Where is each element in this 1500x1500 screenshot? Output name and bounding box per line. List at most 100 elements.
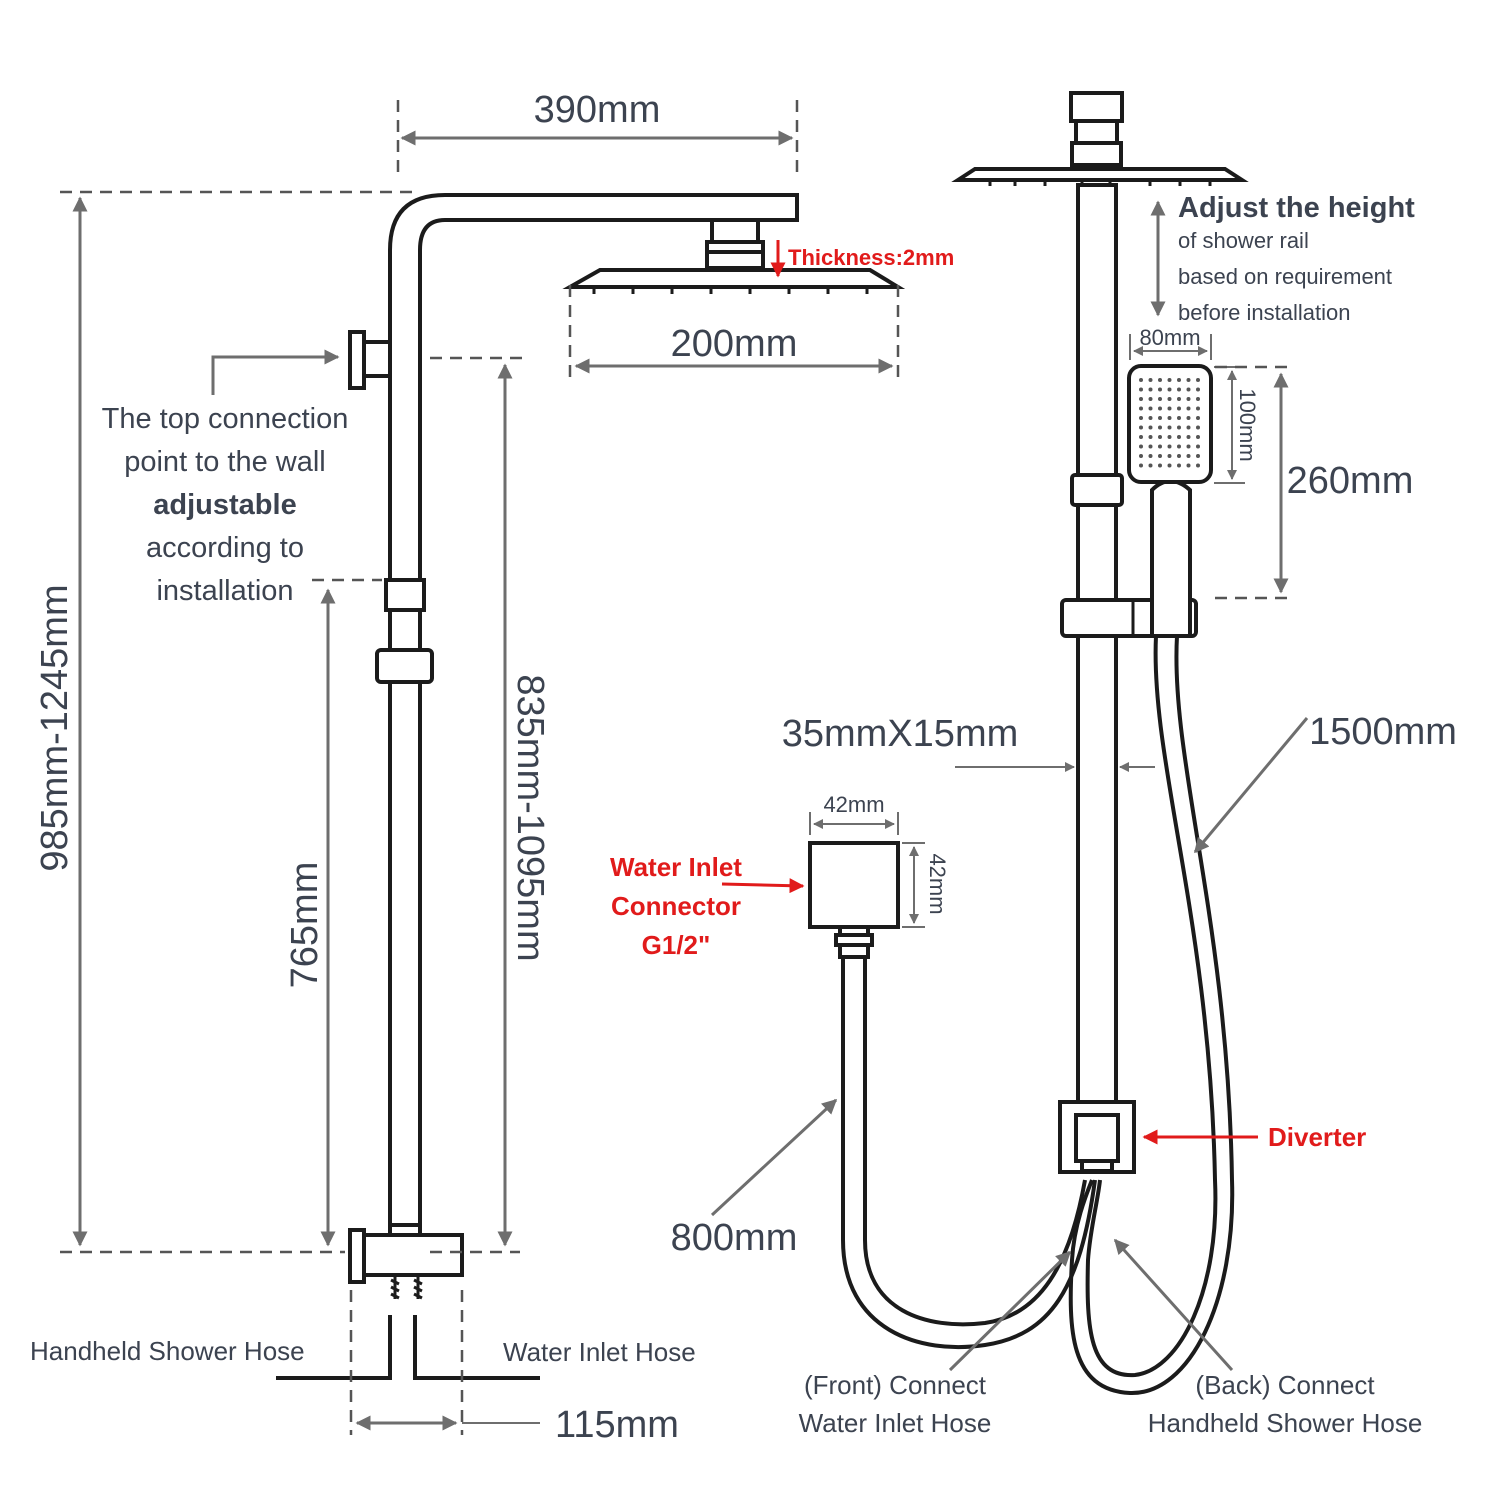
- handset-nozzle: [1148, 425, 1153, 430]
- bottom-mixer-body: [362, 1233, 464, 1277]
- handset-nozzle: [1148, 397, 1153, 401]
- handset-nozzle: [1186, 406, 1191, 411]
- label-handheld-shower-hose: Handheld Shower Hose: [30, 1336, 305, 1366]
- side-view-shower: [276, 193, 906, 1380]
- handset-nozzle: [1148, 444, 1153, 449]
- front-view-shower: [808, 91, 1249, 1396]
- handset-nozzle: [1196, 416, 1200, 420]
- label-260: 260mm: [1287, 460, 1414, 502]
- adjust-height-line-2: based on requirement: [1178, 264, 1392, 289]
- label-35x15: 35mmX15mm: [782, 713, 1019, 755]
- label-80: 80mm: [1139, 325, 1200, 350]
- handset-nozzle: [1196, 444, 1200, 449]
- adjust-height-line-1: of shower rail: [1178, 228, 1309, 253]
- handset-nozzle: [1158, 378, 1162, 382]
- label-thickness: Thickness:2mm: [788, 245, 954, 270]
- pointer-800: [710, 1098, 838, 1217]
- inlet-hose-pipe: [413, 1315, 540, 1380]
- bottom-wall-bracket: [348, 1228, 366, 1284]
- side-view-dimensions: [60, 100, 900, 1435]
- handset-nozzle: [1148, 463, 1153, 468]
- handset-nozzle: [1186, 378, 1191, 382]
- label-765: 765mm: [284, 862, 326, 989]
- riser-slider: [375, 648, 434, 684]
- handset-nozzle: [1177, 435, 1181, 439]
- label-42-width: 42mm: [823, 792, 884, 817]
- handset-nozzle: [1139, 378, 1143, 382]
- label-water-inlet-hose: Water Inlet Hose: [503, 1337, 696, 1367]
- handset-nozzle: [1158, 406, 1162, 411]
- handset-nozzle: [1186, 416, 1191, 420]
- handset-nozzle: [1186, 444, 1191, 449]
- handset-nozzle: [1196, 454, 1200, 458]
- handset-nozzle: [1186, 454, 1191, 458]
- handset-nozzle: [1186, 435, 1191, 439]
- handset-nozzle: [1196, 387, 1200, 392]
- handset-nozzle: [1177, 406, 1181, 411]
- handset-nozzle: [1177, 387, 1181, 392]
- front-rail: [1076, 183, 1118, 1107]
- handset-nozzle: [1148, 378, 1153, 382]
- top-connection-line-5: installation: [156, 575, 293, 607]
- handset-nozzle: [1167, 416, 1172, 420]
- handset-nozzle: [1167, 444, 1172, 449]
- top-connection-line-3: adjustable: [153, 489, 296, 521]
- handset-nozzle: [1167, 425, 1172, 430]
- handset-nozzle: [1167, 435, 1172, 439]
- label-390: 390mm: [534, 89, 661, 131]
- handset-nozzle: [1158, 416, 1162, 420]
- handset-nozzle: [1148, 435, 1153, 439]
- handset-nozzle: [1196, 378, 1200, 382]
- front-rail-clamp: [1070, 473, 1124, 507]
- label-200: 200mm: [671, 323, 798, 365]
- top-connection-line-4: according to: [146, 532, 304, 564]
- adjust-height-title: Adjust the height: [1178, 192, 1415, 224]
- front-view-dimensions: [710, 200, 1309, 1372]
- water-inlet-connector-line-1: Water Inlet: [610, 852, 742, 882]
- handset-nozzle: [1167, 454, 1172, 458]
- handset-nozzle: [1139, 454, 1143, 458]
- inlet-hose-outer: [841, 957, 1097, 1350]
- handset-nozzle: [1186, 397, 1191, 401]
- water-inlet-connector-line-3: G1/2": [642, 930, 711, 960]
- handset-nozzle: [1167, 406, 1172, 411]
- label-100: 100mm: [1235, 388, 1260, 461]
- front-connect-line-2: Water Inlet Hose: [799, 1408, 992, 1438]
- handset-nozzle: [1186, 463, 1191, 468]
- label-1500: 1500mm: [1309, 711, 1457, 753]
- handset-nozzle: [1148, 387, 1153, 392]
- handset-nozzle: [1196, 435, 1200, 439]
- pointer-1500: [1193, 717, 1309, 854]
- water-inlet-connector: [808, 841, 900, 929]
- handset-handle: [1150, 479, 1192, 638]
- handset-nozzle: [1148, 454, 1153, 458]
- shower-head-nozzles: [592, 287, 869, 294]
- handset-face: [1127, 364, 1213, 484]
- handset-nozzle: [1177, 416, 1181, 420]
- adjust-height-line-3: before installation: [1178, 300, 1350, 325]
- handset-nozzle: [1158, 444, 1162, 449]
- inlet-nut-lower: [838, 943, 870, 959]
- handset-nozzle: [1177, 454, 1181, 458]
- handset-nozzle: [1158, 425, 1162, 430]
- top-connection-line-1: The top connection: [102, 403, 349, 435]
- head-nut-lower: [705, 250, 765, 270]
- handset-nozzle: [1177, 397, 1181, 401]
- top-connection-line-2: point to the wall: [124, 446, 326, 478]
- handset-nozzle: [1139, 406, 1143, 411]
- handset-nozzle: [1167, 387, 1172, 392]
- handset-nozzle: [1196, 463, 1200, 468]
- diverter-outlet: [1080, 1159, 1114, 1173]
- label-985-1245: 985mm-1245mm: [34, 584, 76, 871]
- handset-nozzle: [1196, 406, 1200, 411]
- handset-nozzle: [1186, 425, 1191, 430]
- handset-nozzle: [1148, 416, 1153, 420]
- top-wall-bracket: [348, 330, 366, 390]
- water-inlet-connector-line-2: Connector: [611, 891, 741, 921]
- handset-nozzle: [1139, 387, 1143, 392]
- top-cap: [1069, 91, 1124, 123]
- shower-head-plate: [562, 268, 906, 289]
- handset-nozzle: [1167, 463, 1172, 468]
